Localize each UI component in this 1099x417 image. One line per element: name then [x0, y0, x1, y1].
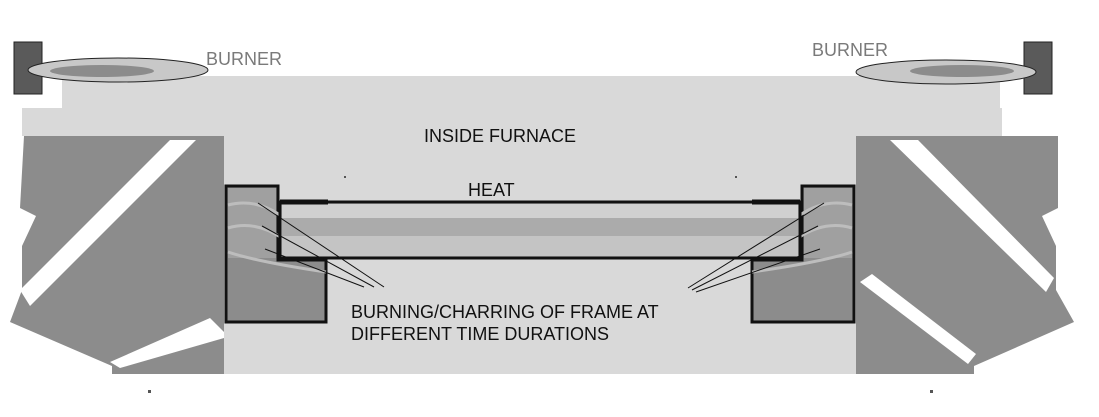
right-flame-inner — [910, 65, 1014, 77]
leader-line-left — [261, 225, 375, 288]
burner-label-right: BURNER — [812, 40, 888, 60]
marker-dot — [148, 390, 151, 393]
left-wall-stripe — [20, 140, 196, 306]
marker-dot — [344, 176, 346, 178]
right-char-line — [797, 224, 853, 240]
inside-furnace-label: INSIDE FURNACE — [424, 126, 576, 146]
left-wall-stripe — [110, 318, 224, 368]
leader-line-left — [257, 202, 385, 288]
furnace-top-band — [22, 108, 1002, 136]
left-frame-member — [224, 184, 328, 324]
right-frame-member — [750, 184, 856, 324]
left-char-line — [227, 201, 281, 217]
panel-middle-band — [282, 218, 798, 236]
left-char-line — [227, 250, 327, 274]
charring-leader-lines — [257, 202, 825, 293]
leader-line-left — [264, 248, 365, 288]
charring-label-line1: BURNING/CHARRING OF FRAME AT — [351, 302, 659, 322]
left-flame-inner — [50, 65, 154, 77]
left-frame-upper-part — [228, 188, 276, 258]
right-burner-flame — [855, 59, 1037, 85]
leader-line-right — [691, 225, 819, 291]
left-burner-flame — [27, 57, 209, 83]
left-wall-body — [10, 136, 224, 374]
panel-bottom-band — [282, 236, 798, 256]
right-wall-stripe — [890, 140, 1054, 292]
right-frame-upper-part — [804, 188, 852, 258]
leader-line-right — [687, 202, 825, 289]
burner-label-left: BURNER — [206, 49, 282, 69]
charring-label-line2: DIFFERENT TIME DURATIONS — [351, 324, 609, 344]
marker-dot — [735, 176, 737, 178]
right-wall-stripe — [860, 274, 976, 364]
furnace-upper-chamber — [62, 76, 1000, 110]
right-char-line — [751, 250, 853, 274]
left-char-line — [227, 224, 283, 240]
right-furnace-wall — [856, 136, 1074, 374]
leader-line-right — [695, 248, 821, 293]
door-panel — [278, 199, 802, 260]
right-char-line — [799, 201, 853, 217]
left-furnace-wall — [10, 136, 224, 374]
heat-label: HEAT — [468, 180, 515, 200]
panel-top-band — [282, 204, 798, 218]
marker-dot — [930, 390, 933, 393]
right-wall-body — [856, 136, 1074, 374]
